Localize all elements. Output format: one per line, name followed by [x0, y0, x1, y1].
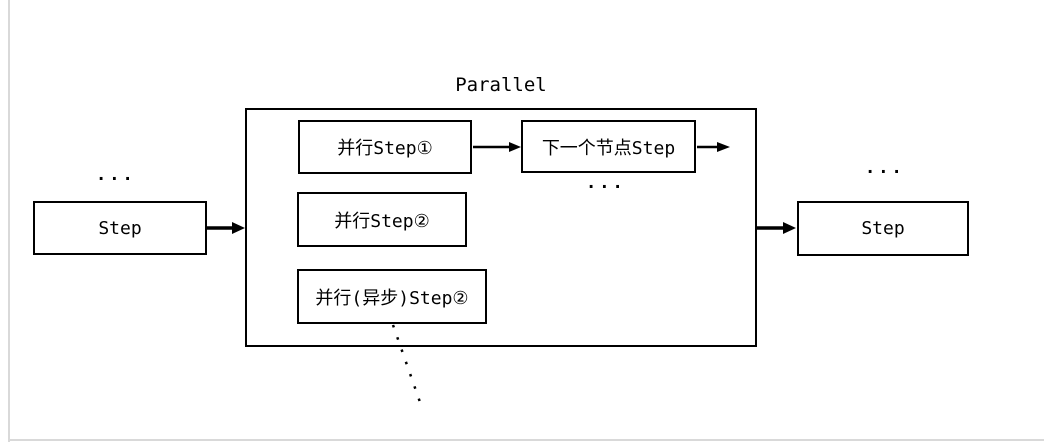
node-step-left-label: Step [98, 217, 142, 239]
node-next-node-step: 下一个节点Step [521, 120, 696, 173]
right-ellipsis: ... [865, 158, 905, 178]
node-parallel-step-1-label: 并行Step① [337, 138, 433, 159]
arrow-left-step-to-parallel [207, 222, 245, 234]
node-next-node-step-label: 下一个节点Step [541, 137, 676, 159]
node-parallel-step-2-label: 并行Step② [334, 210, 430, 232]
arrow-parallel-to-right-step [757, 222, 796, 234]
left-ellipsis: ... [96, 165, 136, 185]
node-step-right-label: Step [861, 218, 905, 239]
next-node-ellipsis: ... [586, 173, 626, 193]
node-parallel-step-1: 并行Step① [298, 120, 472, 174]
node-step-left: Step [33, 201, 207, 255]
left-guide-line [8, 0, 10, 442]
node-parallel-async-step-2-label: 并行(异步)Step② [315, 287, 469, 309]
node-parallel-step-2: 并行Step② [297, 192, 467, 247]
node-parallel-async-step-2: 并行(异步)Step② [297, 269, 487, 324]
bottom-guide-line [8, 439, 1044, 441]
node-step-right: Step [797, 201, 969, 256]
parallel-group-title: Parallel [455, 74, 547, 96]
